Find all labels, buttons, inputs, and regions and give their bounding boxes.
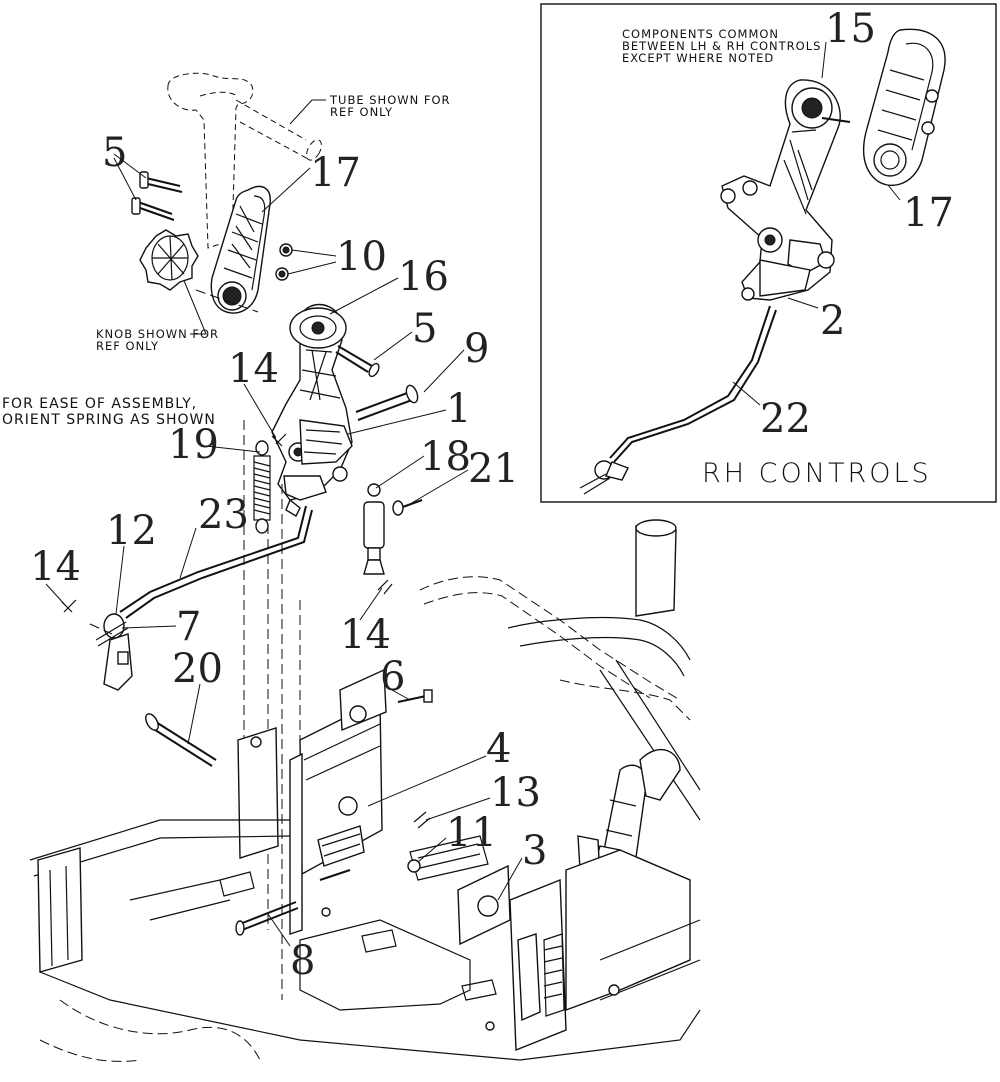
lh-control-arm — [271, 303, 353, 517]
mount-bracket-3 — [457, 849, 691, 1052]
bolt-5-middle — [335, 345, 373, 373]
cotter-pin-14-left — [61, 599, 77, 613]
rod-23 — [119, 505, 313, 619]
callout-1: 1 — [446, 386, 471, 432]
lh-control-cover — [210, 185, 271, 314]
leader-22 — [732, 381, 761, 406]
callout-2: 2 — [820, 298, 845, 344]
callout-22: 22 — [760, 396, 811, 442]
frame-handlebar — [419, 519, 701, 821]
inset-note-line-3: EXCEPT WHERE NOTED — [622, 51, 774, 65]
callout-21: 21 — [468, 446, 519, 492]
rh-control-cover — [862, 28, 946, 187]
pin-9 — [355, 384, 419, 421]
rod-end-clip — [95, 613, 133, 691]
callout-5-middle: 5 — [412, 306, 437, 352]
callout-15: 15 — [825, 6, 876, 52]
cotter-pin-14-right — [377, 579, 393, 595]
inset-border — [540, 3, 997, 503]
callout-20: 20 — [172, 646, 223, 692]
pin-8 — [239, 901, 299, 931]
callout-9: 9 — [464, 326, 489, 372]
spring-11 — [407, 835, 489, 881]
callout-23: 23 — [198, 492, 249, 538]
steering-tube-ref — [167, 72, 322, 249]
leader-tube-note — [289, 99, 326, 125]
bolt-20 — [145, 713, 217, 767]
bolt-6 — [397, 695, 427, 703]
callout-5-upper: 5 — [102, 130, 127, 176]
tube-note-line-1: TUBE SHOWN FOR — [329, 93, 451, 107]
leader-2 — [787, 297, 819, 309]
inset-note-line-1: COMPONENTS COMMON — [622, 27, 779, 41]
callout-14-left: 14 — [30, 544, 81, 590]
rh-control-arm — [720, 79, 851, 301]
inset-note-line-2: BETWEEN LH & RH CONTROLS — [622, 39, 821, 53]
knob-note-line-1: KNOB SHOWN FOR — [96, 327, 219, 341]
callout-19: 19 — [168, 422, 219, 468]
leader-lines — [45, 153, 523, 947]
bolts-5-upper — [131, 171, 183, 221]
rh-rod-clip — [579, 460, 629, 495]
callout-7: 7 — [176, 604, 201, 650]
callout-13: 13 — [490, 770, 541, 816]
callout-8: 8 — [290, 938, 315, 984]
callout-16: 16 — [398, 254, 449, 300]
callout-3: 3 — [522, 828, 547, 874]
callout-18: 18 — [420, 434, 471, 480]
leader-knob-note — [177, 265, 207, 335]
damper-18 — [363, 483, 385, 575]
callout-14-upper: 14 — [228, 346, 279, 392]
bolt-21 — [399, 499, 423, 509]
callout-6: 6 — [380, 654, 405, 700]
callout-4: 4 — [486, 726, 511, 772]
callout-17-inset: 17 — [903, 190, 954, 236]
spring-note-line-2: ORIENT SPRING AS SHOWN — [2, 412, 216, 428]
inset-title: RH CONTROLS — [702, 458, 932, 489]
tube-note-line-2: REF ONLY — [330, 105, 393, 119]
spring-note-line-1: FOR EASE OF ASSEMBLY, — [2, 396, 197, 412]
callout-12: 12 — [106, 508, 157, 554]
clip-13 — [413, 811, 431, 829]
rh-control-rod — [609, 305, 771, 459]
callout-17: 17 — [310, 150, 361, 196]
cotter-pin-14-upper — [271, 433, 287, 447]
callout-10: 10 — [336, 234, 387, 280]
frame-base — [29, 819, 701, 1062]
spring-19 — [253, 440, 271, 534]
leader-15 — [821, 41, 827, 79]
knob-ref — [139, 229, 199, 291]
rh-controls-inset: COMPONENTS COMMON BETWEEN LH & RH CONTRO… — [540, 3, 997, 503]
side-plate — [237, 727, 279, 859]
callout-11: 11 — [446, 810, 497, 856]
callout-14-right: 14 — [340, 612, 391, 658]
mount-bracket-4 — [289, 668, 387, 935]
nuts-10 — [275, 243, 293, 281]
knob-note-line-2: REF ONLY — [96, 339, 159, 353]
